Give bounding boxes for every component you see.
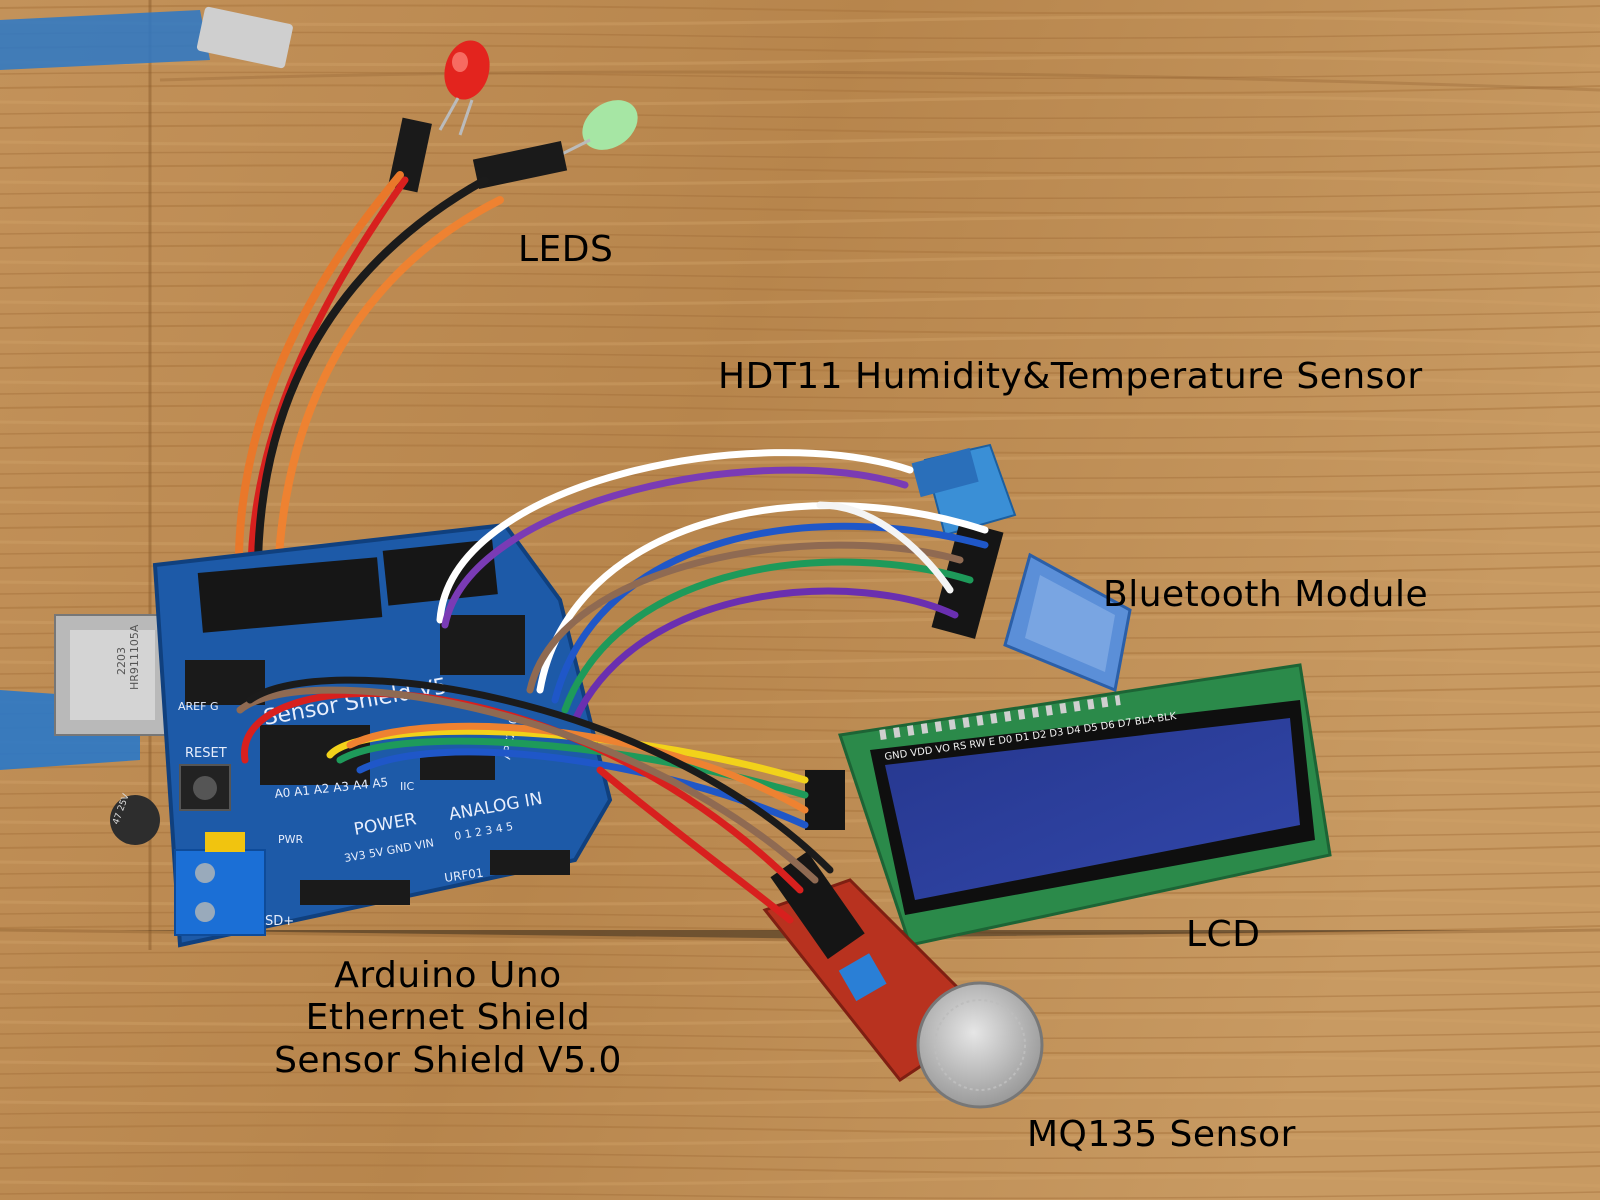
svg-text:AREF G: AREF G xyxy=(178,700,218,713)
dht11-sensor-icon xyxy=(911,443,1017,537)
label-arduino-shields: Arduino Uno Ethernet Shield Sensor Shiel… xyxy=(274,955,622,1081)
label-bluetooth-module: Bluetooth Module xyxy=(1103,574,1429,615)
svg-text:SD+: SD+ xyxy=(265,914,294,929)
svg-text:URF01: URF01 xyxy=(443,866,484,885)
svg-text:HR911105A: HR911105A xyxy=(128,624,141,690)
label-mq135-sensor: MQ135 Sensor xyxy=(1027,1114,1296,1155)
label-lcd: LCD xyxy=(1186,914,1261,955)
lcd-module-icon: GND VDD VO RS RW E D0 D1 D2 D3 D4 D5 D6 … xyxy=(805,663,1332,947)
svg-text:2203: 2203 xyxy=(115,647,128,675)
label-hdt11-sensor: HDT11 Humidity&Temperature Sensor xyxy=(718,356,1423,397)
svg-text:RESET: RESET xyxy=(185,746,227,761)
mq135-sensor-icon xyxy=(762,851,1044,1109)
svg-text:PWR: PWR xyxy=(278,833,304,846)
svg-text:IIC: IIC xyxy=(400,780,414,793)
label-leds: LEDS xyxy=(518,229,614,270)
